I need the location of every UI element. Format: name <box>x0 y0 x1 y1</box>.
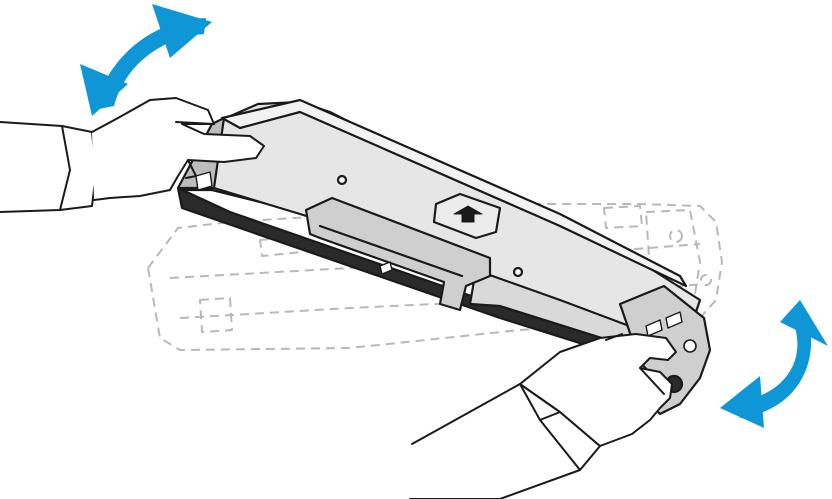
toner-cartridge <box>176 98 712 416</box>
left-palm <box>91 97 265 201</box>
cartridge-top-ridge <box>220 98 688 288</box>
right-palm <box>519 333 677 447</box>
orientation-arrow-mark <box>453 205 483 223</box>
cartridge-screw <box>512 266 524 278</box>
cartridge-screw <box>336 174 348 186</box>
right-hand <box>409 333 677 499</box>
curved-double-arrow-icon <box>720 300 828 428</box>
left-hand <box>0 97 265 213</box>
left-sleeve <box>0 121 97 213</box>
curved-double-arrow-icon <box>80 4 212 116</box>
